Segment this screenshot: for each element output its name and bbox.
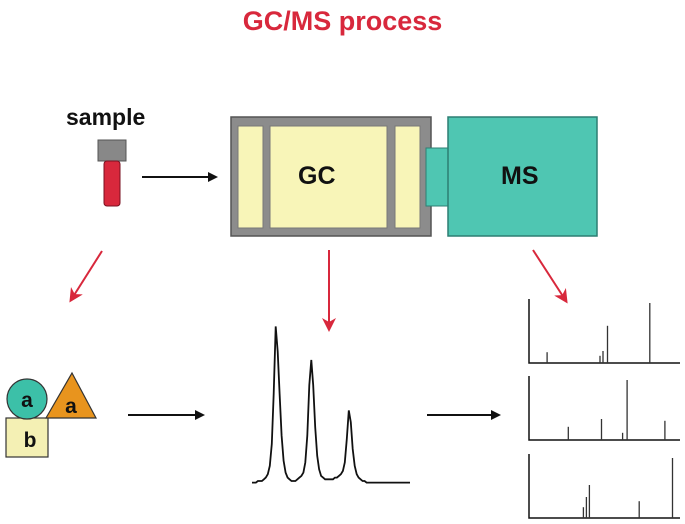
molecule-label-a2: a (65, 395, 77, 418)
diagram-title: GC/MS process (242, 6, 443, 36)
sample-label: sample (66, 104, 146, 130)
spectrum-axis (528, 376, 680, 441)
chromatogram-trace (252, 326, 410, 484)
molecule-label-a1: a (21, 389, 33, 412)
mass-spectra (528, 299, 680, 519)
gc-instrument (230, 116, 432, 237)
gc-left-panel (237, 125, 264, 229)
gc-center-panel (269, 125, 388, 229)
ms-label: MS (501, 162, 539, 190)
arrow-ms-to-spectra (532, 249, 568, 304)
spectrum-axis (528, 454, 680, 519)
triangle-shape (44, 371, 97, 419)
gc-label: GC (298, 162, 336, 190)
arrow-sample-to-components (69, 250, 103, 303)
gc-ms-interface (425, 147, 449, 207)
sample-components: a a b (5, 371, 97, 458)
ms-instrument (447, 116, 598, 237)
sample-vial (97, 139, 127, 207)
circle-shape (6, 378, 48, 420)
gc-right-panel (394, 125, 421, 229)
spectrum-axis (528, 299, 680, 364)
vial-cap (97, 139, 127, 162)
vial-body (103, 160, 121, 207)
molecule-label-b: b (24, 429, 37, 452)
